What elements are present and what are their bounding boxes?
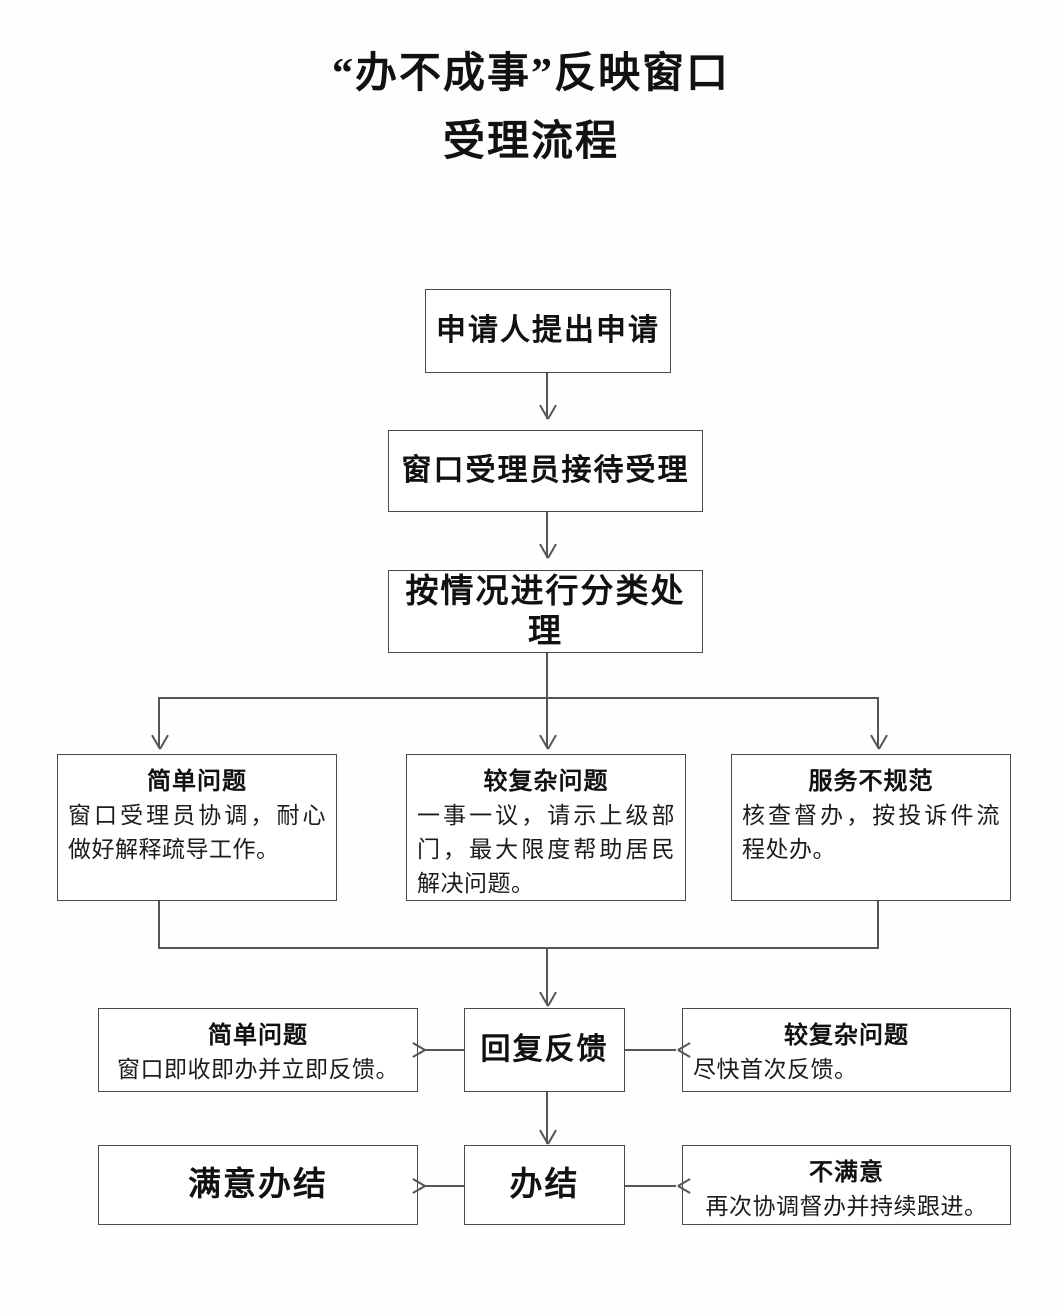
node-reply-feedback[interactable]: 回复反馈 — [464, 1008, 625, 1092]
page-title-line-1: “办不成事”反映窗口 — [331, 51, 730, 97]
node-branch-simple[interactable]: 简单问题 窗口受理员协调，耐心做好解释疏导工作。 — [57, 754, 337, 901]
connector-close-to-satisfied — [424, 1185, 464, 1187]
connector-split-right-drop — [877, 697, 879, 747]
page-title-line-2: 受理流程 — [442, 119, 619, 165]
node-classify[interactable]: 按情况进行分类处理 — [388, 570, 703, 653]
node-branch-complex-detail: 一事一议，请示上级部门，最大限度帮助居民解决问题。 — [417, 803, 675, 896]
node-unsatisfied-detail: 再次协调督办并持续跟进。 — [705, 1194, 988, 1219]
connector-apply-to-receive — [546, 373, 548, 419]
connector-close-to-unsatisfied — [625, 1185, 676, 1187]
node-feedback-simple-detail: 窗口即收即办并立即反馈。 — [117, 1057, 399, 1082]
node-feedback-simple[interactable]: 简单问题 窗口即收即办并立即反馈。 — [98, 1008, 418, 1092]
node-feedback-simple-heading: 简单问题 — [208, 1023, 308, 1049]
node-satisfied[interactable]: 满意办结 — [98, 1145, 418, 1225]
node-satisfied-label: 满意办结 — [188, 1167, 328, 1203]
node-receive[interactable]: 窗口受理员接待受理 — [388, 430, 703, 512]
connector-reply-to-complex — [625, 1049, 676, 1051]
node-branch-simple-heading: 简单问题 — [147, 769, 247, 795]
node-classify-label: 按情况进行分类处理 — [405, 573, 686, 650]
node-close-case[interactable]: 办结 — [464, 1145, 625, 1225]
node-receive-label: 窗口受理员接待受理 — [401, 454, 690, 487]
node-feedback-complex-detail: 尽快首次反馈。 — [693, 1057, 858, 1082]
page-title: “办不成事”反映窗口 受理流程 — [0, 40, 1062, 176]
node-branch-irregular-heading: 服务不规范 — [808, 769, 934, 795]
connector-merge-right-drop — [877, 901, 879, 949]
node-apply-label: 申请人提出申请 — [436, 314, 660, 347]
node-feedback-complex-heading: 较复杂问题 — [784, 1023, 909, 1049]
node-branch-complex[interactable]: 较复杂问题 一事一议，请示上级部门，最大限度帮助居民解决问题。 — [406, 754, 686, 901]
node-unsatisfied-heading: 不满意 — [809, 1160, 884, 1186]
connector-receive-to-classify — [546, 512, 548, 558]
connector-split-left-drop — [158, 697, 160, 747]
connector-reply-to-simple — [424, 1049, 464, 1051]
node-unsatisfied[interactable]: 不满意 再次协调督办并持续跟进。 — [682, 1145, 1011, 1225]
connector-merge-trunk — [546, 947, 548, 1005]
node-close-case-label: 办结 — [509, 1167, 580, 1203]
node-branch-complex-heading: 较复杂问题 — [483, 769, 609, 795]
node-reply-feedback-label: 回复反馈 — [480, 1033, 609, 1066]
node-feedback-complex[interactable]: 较复杂问题 尽快首次反馈。 — [682, 1008, 1011, 1092]
node-apply[interactable]: 申请人提出申请 — [425, 289, 671, 373]
connector-merge-left-drop — [158, 901, 160, 949]
connector-split-bar — [158, 697, 878, 699]
node-branch-irregular-detail: 核查督办，按投诉件流程处办。 — [742, 803, 1000, 862]
node-branch-simple-detail: 窗口受理员协调，耐心做好解释疏导工作。 — [68, 803, 326, 862]
node-branch-irregular[interactable]: 服务不规范 核查督办，按投诉件流程处办。 — [731, 754, 1011, 901]
connector-classify-trunk — [546, 653, 548, 699]
connector-reply-to-close — [546, 1092, 548, 1144]
connector-split-center-drop — [546, 697, 548, 747]
connector-merge-bar — [158, 947, 879, 949]
